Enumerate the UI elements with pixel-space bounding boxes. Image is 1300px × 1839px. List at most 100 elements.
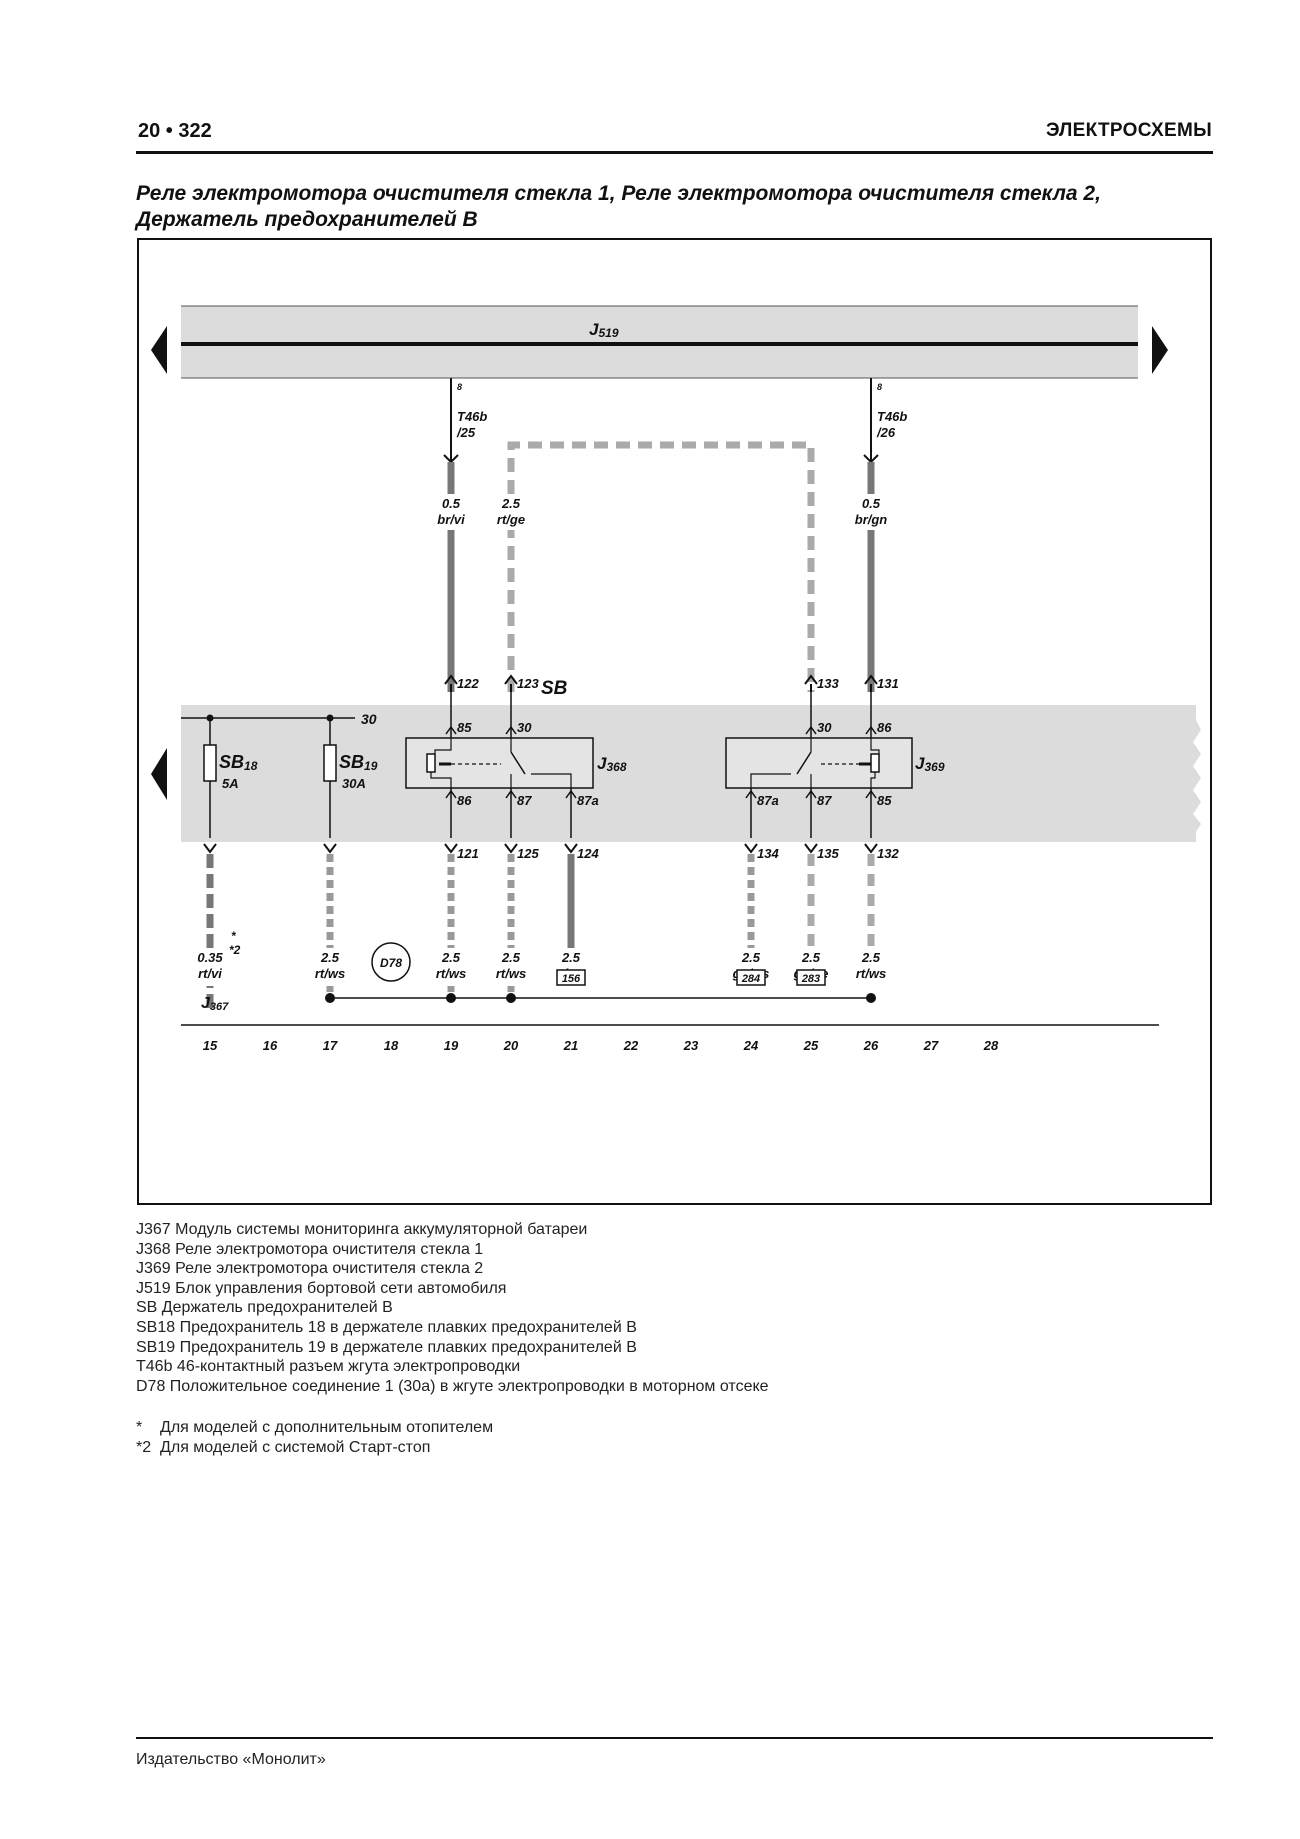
svg-text:2.5: 2.5	[441, 950, 461, 965]
svg-text:2.5: 2.5	[741, 950, 761, 965]
svg-text:8: 8	[457, 382, 462, 392]
legend-item: SB18 Предохранитель 18 в держателе плавк…	[136, 1318, 637, 1336]
svg-text:27: 27	[923, 1038, 939, 1053]
svg-text:85: 85	[877, 793, 892, 808]
svg-text:26: 26	[863, 1038, 879, 1053]
svg-text:16: 16	[263, 1038, 278, 1053]
section-title: ЭЛЕКТРОСХЕМЫ	[1045, 120, 1212, 141]
svg-text:87: 87	[817, 793, 832, 808]
svg-text:*2: *2	[229, 943, 241, 957]
svg-text:rt/ws: rt/ws	[315, 966, 345, 981]
wire-rt-ge-loop	[507, 441, 815, 692]
legend-item: T46b 46-контактный разъем жгута электроп…	[136, 1358, 521, 1376]
svg-text:T46b: T46b	[457, 409, 487, 424]
svg-text:/25: /25	[456, 425, 476, 440]
publisher: Издательство «Монолит»	[136, 1751, 326, 1768]
grid-numbers: 15 16 17 18 19 20 21 22 23 24 25 26 27 2…	[203, 1038, 999, 1053]
page-number: 20 • 322	[138, 120, 212, 142]
fuse-sb18: SB18 5A	[203, 744, 258, 791]
svg-text:0.5: 0.5	[442, 496, 461, 511]
svg-text:2.5: 2.5	[801, 950, 821, 965]
svg-text:0.35: 0.35	[197, 950, 223, 965]
svg-text:2.5: 2.5	[501, 950, 521, 965]
footer-rule	[136, 1737, 1213, 1739]
svg-text:125: 125	[517, 846, 539, 861]
svg-text:rt/ws: rt/ws	[436, 966, 466, 981]
d78-junction	[371, 942, 411, 982]
svg-text:86: 86	[877, 720, 892, 735]
svg-text:SB19: SB19	[339, 752, 378, 773]
svg-text:15: 15	[203, 1038, 218, 1053]
svg-text:30: 30	[817, 720, 832, 735]
header-rule	[136, 151, 1213, 154]
sb-label: SB	[541, 678, 568, 699]
svg-text:28: 28	[983, 1038, 999, 1053]
svg-text:5A: 5A	[222, 776, 239, 791]
svg-text:121: 121	[457, 846, 479, 861]
svg-text:J369: J369	[915, 754, 945, 774]
relay-j369: J369	[725, 737, 945, 789]
svg-text:23: 23	[683, 1038, 699, 1053]
ref-box-283: 283	[796, 969, 826, 986]
svg-text:J368: J368	[597, 754, 627, 774]
svg-text:22: 22	[623, 1038, 639, 1053]
svg-text:T46b: T46b	[877, 409, 907, 424]
footnote: * Для моделей с дополнительным отопителе…	[136, 1419, 494, 1436]
svg-text:19: 19	[444, 1038, 459, 1053]
legend-item: SB19 Предохранитель 19 в держателе плавк…	[136, 1338, 637, 1356]
svg-text:20: 20	[503, 1038, 519, 1053]
svg-text:85: 85	[457, 720, 472, 735]
legend-item: J369 Реле электромотора очистителя стекл…	[136, 1260, 484, 1278]
svg-text:rt/ws: rt/ws	[496, 966, 526, 981]
svg-text:131: 131	[877, 676, 899, 691]
svg-text:87: 87	[517, 793, 532, 808]
terminal-30-label: 30	[361, 711, 377, 727]
j519-label: J519	[589, 320, 619, 340]
svg-text:24: 24	[743, 1038, 759, 1053]
legend-item: J368 Реле электромотора очистителя стекл…	[136, 1240, 484, 1258]
title-line-1: Реле электромотора очистителя стекла 1, …	[136, 182, 1101, 205]
svg-text:0.5: 0.5	[862, 496, 881, 511]
svg-text:*: *	[231, 929, 237, 943]
svg-text:30A: 30A	[342, 776, 366, 791]
svg-text:rt/ws: rt/ws	[856, 966, 886, 981]
title-line-2: Держатель предохранителей B	[136, 208, 478, 231]
svg-text:132: 132	[877, 846, 899, 861]
svg-text:21: 21	[563, 1038, 578, 1053]
j367-label: J367	[201, 995, 229, 1013]
legend-item: J519 Блок управления бортовой сети автом…	[136, 1279, 507, 1297]
legend: J367 Модуль системы мониторинга аккумуля…	[136, 1220, 769, 1396]
svg-text:rt/ge: rt/ge	[497, 512, 525, 527]
svg-text:SB18: SB18	[219, 752, 258, 773]
svg-text:2.5: 2.5	[861, 950, 881, 965]
sb-top-pins	[444, 674, 878, 692]
wiring-diagram: J519 SB 30 8 T46b /25 8 T46b /26 0.5 br/…	[137, 238, 1212, 1205]
connector-t46b-26: 8 T46b /26	[863, 378, 907, 464]
svg-text:17: 17	[323, 1038, 338, 1053]
ref-box-284: 284	[736, 969, 766, 986]
svg-text:2.5: 2.5	[561, 950, 581, 965]
svg-text:2.5: 2.5	[501, 496, 521, 511]
svg-text:87a: 87a	[577, 793, 599, 808]
svg-text:87a: 87a	[757, 793, 779, 808]
svg-text:D78: D78	[380, 956, 402, 970]
svg-text:86: 86	[457, 793, 472, 808]
sb-left-arrow	[151, 748, 167, 800]
j519-left-arrow	[151, 326, 167, 374]
svg-text:25: 25	[803, 1038, 819, 1053]
svg-text:122: 122	[457, 676, 479, 691]
svg-text:8: 8	[877, 382, 882, 392]
svg-text:2.5: 2.5	[320, 950, 340, 965]
legend-item: D78 Положительное соединение 1 (30a) в ж…	[136, 1377, 769, 1395]
legend-item: SB Держатель предохранителей B	[136, 1299, 393, 1317]
svg-text:/26: /26	[876, 425, 896, 440]
svg-text:133: 133	[817, 676, 839, 691]
footnotes: * Для моделей с дополнительным отопителе…	[136, 1418, 493, 1457]
svg-text:283: 283	[801, 973, 820, 985]
svg-text:30: 30	[517, 720, 532, 735]
page-title: Реле электромотора очистителя стекла 1, …	[136, 181, 1226, 233]
legend-item: J367 Модуль системы мониторинга аккумуля…	[136, 1221, 588, 1238]
svg-text:rt/vi: rt/vi	[198, 966, 222, 981]
connector-t46b-25: 8 T46b /25	[443, 378, 487, 464]
j519-right-arrow	[1152, 326, 1168, 374]
